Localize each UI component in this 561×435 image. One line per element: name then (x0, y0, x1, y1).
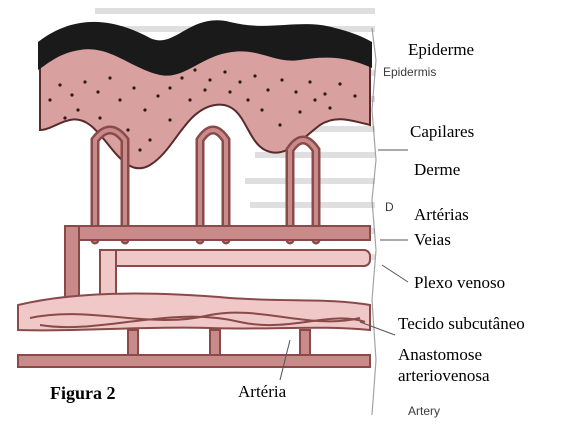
lower-artery-band (18, 330, 370, 367)
scan-bracket-line (372, 28, 376, 415)
capillary-loop-2 (200, 130, 226, 240)
label-arterias: Artérias (414, 205, 469, 225)
label-anastomose-arteriovenosa: Anastomose arteriovenosa (398, 344, 490, 386)
label-tecido-subcutaneo: Tecido subcutâneo (398, 314, 525, 334)
label-derme: Derme (414, 160, 460, 180)
label-veias: Veias (414, 230, 451, 250)
label-anastomose-line2: arteriovenosa (398, 365, 490, 386)
label-anastomose-line1: Anastomose (398, 344, 490, 365)
label-arteria: Artéria (238, 382, 286, 402)
scan-label-epidermis: Epidermis (383, 65, 436, 79)
label-plexo-venoso: Plexo venoso (414, 273, 505, 293)
scan-label-dermis-fragment: D (385, 200, 394, 214)
scan-label-artery: Artery (408, 404, 440, 418)
venous-plexus (18, 294, 370, 331)
label-epiderme: Epiderme (408, 40, 474, 60)
label-capilares: Capilares (410, 122, 474, 142)
figure-caption: Figura 2 (50, 383, 116, 404)
epidermis-layer (38, 20, 372, 168)
